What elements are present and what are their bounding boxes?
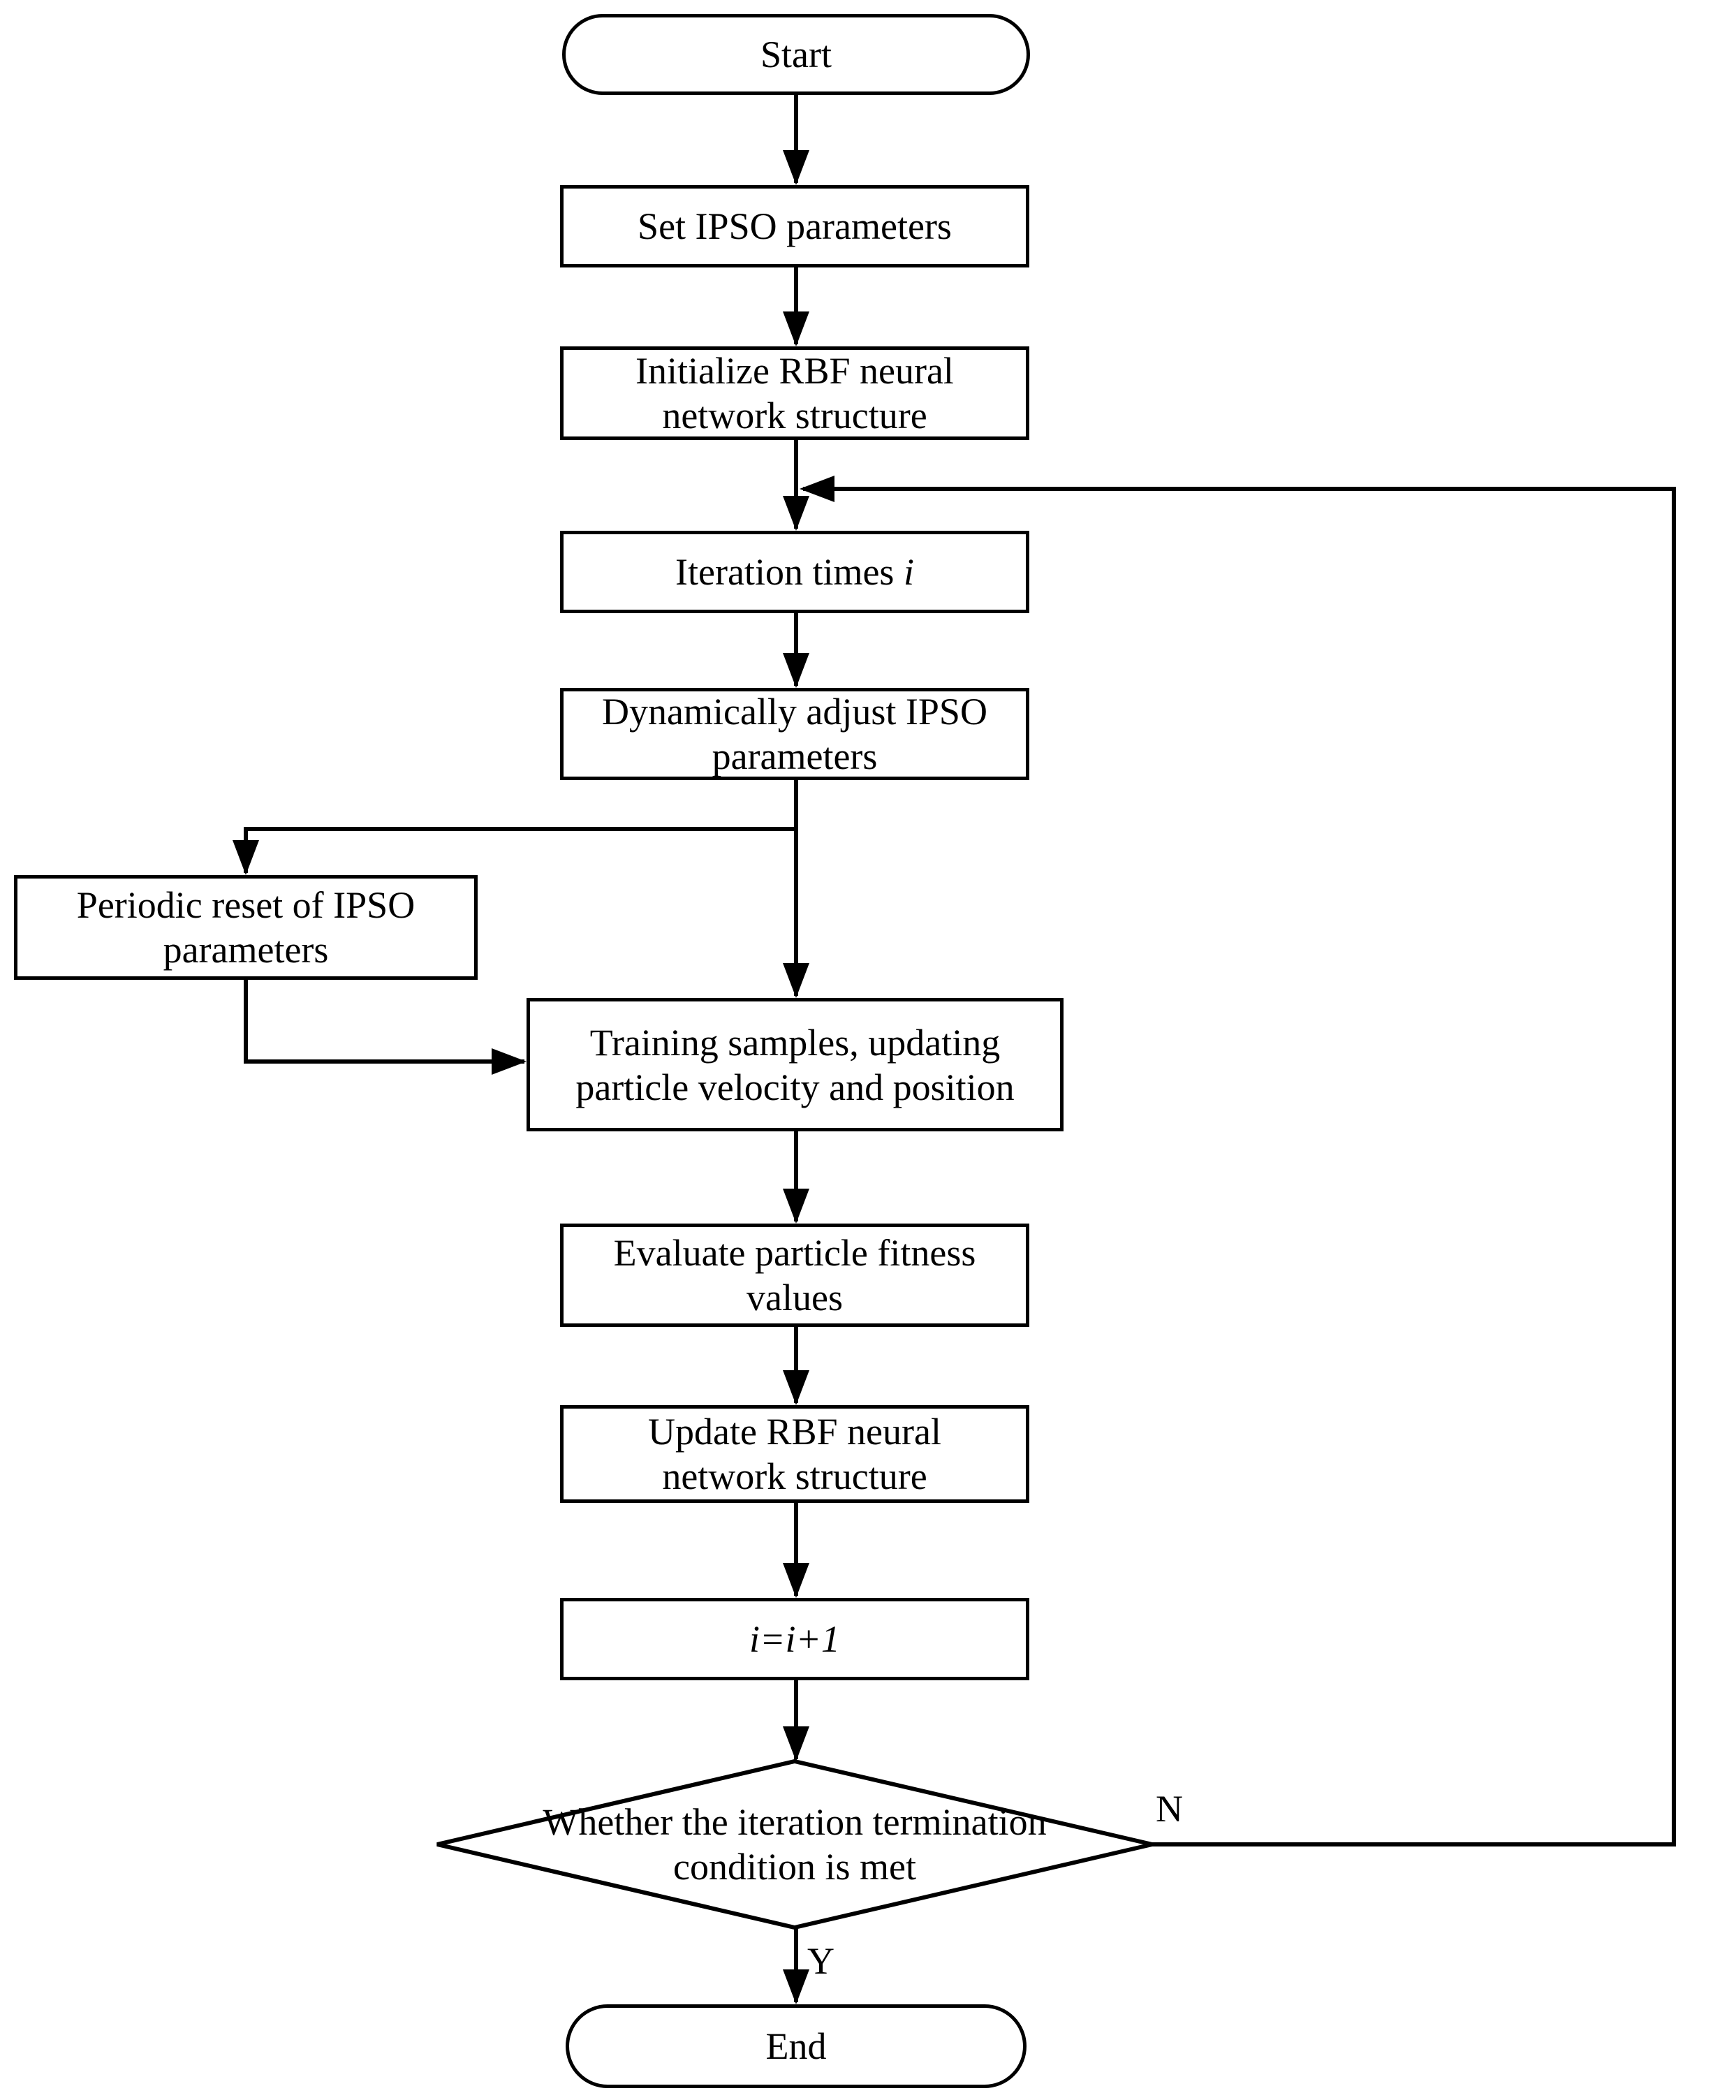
edge-init-rbf-to-iteration [783, 440, 809, 531]
node-set-ipso-parameters-label: Set IPSO parameters [638, 205, 952, 247]
node-training-samples-label: Training samples, updating particle velo… [575, 1021, 1015, 1108]
edge-set-params-to-init-rbf [783, 267, 809, 346]
node-periodic-reset-ipso: Periodic reset of IPSO parameters [14, 875, 478, 980]
edge-dyn-adjust-to-training [783, 780, 809, 998]
node-increment-i: i=i+1 [560, 1598, 1029, 1680]
node-training-samples: Training samples, updating particle velo… [527, 998, 1064, 1131]
node-start-label: Start [760, 34, 832, 75]
node-iteration-times-label: Iteration times i [675, 551, 914, 593]
edge-feedback-loop-n [800, 476, 1676, 1846]
node-update-rbf-label: Update RBF neural network structure [648, 1411, 941, 1497]
decision-diamond-shape [436, 1758, 1153, 1930]
edge-training-to-evaluate [783, 1131, 809, 1224]
node-decision-label: Whether the iteration termination condit… [543, 1801, 1047, 1888]
node-iteration-times: Iteration times i [560, 531, 1029, 613]
node-initialize-rbf: Initialize RBF neural network structure [560, 346, 1029, 440]
node-end: End [566, 2004, 1027, 2088]
iteration-variable: i [903, 551, 914, 593]
node-initialize-rbf-label: Initialize RBF neural network structure [635, 350, 954, 436]
node-update-rbf: Update RBF neural network structure [560, 1405, 1029, 1503]
edge-dyn-adjust-to-periodic-reset [233, 827, 796, 875]
edge-increment-to-decision [783, 1680, 809, 1761]
node-set-ipso-parameters: Set IPSO parameters [560, 185, 1029, 267]
edge-decision-to-end-y [783, 1928, 809, 2004]
edge-label-y: Y [807, 1940, 834, 1982]
node-dynamically-adjust-ipso-label: Dynamically adjust IPSO parameters [602, 691, 987, 777]
node-start: Start [562, 14, 1030, 95]
edge-evaluate-to-update-rbf [783, 1327, 809, 1405]
node-end-label: End [765, 2025, 827, 2067]
node-increment-i-label: i=i+1 [749, 1618, 840, 1660]
edge-iteration-to-dyn-adjust [783, 613, 809, 688]
node-dynamically-adjust-ipso: Dynamically adjust IPSO parameters [560, 688, 1029, 780]
edge-start-to-set-params [783, 95, 809, 185]
node-evaluate-fitness-label: Evaluate particle fitness values [613, 1232, 976, 1319]
node-periodic-reset-ipso-label: Periodic reset of IPSO parameters [76, 884, 415, 971]
node-evaluate-fitness: Evaluate particle fitness values [560, 1224, 1029, 1327]
edge-label-n: N [1156, 1788, 1183, 1830]
edge-periodic-reset-to-training [244, 980, 527, 1075]
edge-update-rbf-to-increment [783, 1503, 809, 1598]
